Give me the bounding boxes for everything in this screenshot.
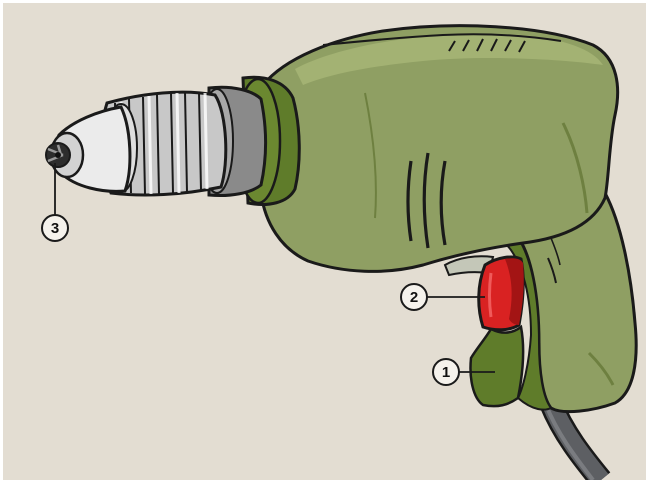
callout-3-number: 3: [51, 220, 59, 237]
chuck-jaws: [46, 143, 70, 167]
drill-illustration: 1 2 3: [3, 3, 646, 480]
callout-2-number: 2: [410, 289, 418, 306]
callout-1-number: 1: [442, 364, 450, 381]
trigger: [479, 257, 524, 330]
motor-housing: [258, 26, 618, 272]
